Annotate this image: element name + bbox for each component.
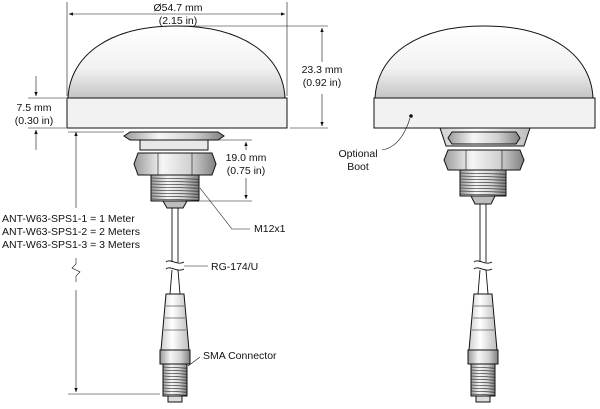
left-antenna [66, 25, 288, 403]
left-connector-boot [160, 293, 190, 351]
diameter-mm-label: Ø54.7 mm [153, 2, 202, 14]
right-base [373, 97, 596, 129]
dimension-lines [28, 2, 328, 395]
right-antenna [373, 25, 596, 403]
boot-label-line2: Boot [347, 161, 369, 173]
text-labels: Ø54.7 mm (2.15 in) 23.3 mm (0.92 in) 7.5… [2, 2, 378, 362]
height-in-label: (0.92 in) [303, 77, 342, 89]
thread-mm-label: 19.0 mm [226, 152, 267, 164]
model-line-3: ANT-W63-SPS1-3 = 3 Meters [2, 239, 140, 251]
model-line-2: ANT-W63-SPS1-2 = 2 Meters [2, 226, 140, 238]
right-dome [374, 25, 594, 99]
right-hex-nut [443, 149, 525, 171]
height-mm-label: 23.3 mm [302, 64, 343, 76]
right-connector-boot [468, 293, 498, 351]
boot-label-line1: Optional [338, 148, 377, 160]
thread-size-label: M12x1 [254, 223, 286, 235]
diameter-in-label: (2.15 in) [159, 15, 198, 27]
connector-label: SMA Connector [203, 350, 277, 362]
model-line-1: ANT-W63-SPS1-1 = 1 Meter [2, 213, 135, 225]
cable-type-label: RG-174/U [211, 261, 258, 273]
left-flange [123, 131, 225, 141]
left-sma-connector [159, 349, 191, 365]
leader-lines [184, 114, 413, 367]
left-dome [67, 25, 286, 99]
thread-in-label: (0.75 in) [227, 165, 266, 177]
base-in-label: (0.30 in) [15, 115, 54, 127]
left-base [66, 97, 288, 129]
right-sma-connector [467, 349, 499, 365]
left-hex-nut [133, 152, 217, 176]
base-mm-label: 7.5 mm [16, 102, 51, 114]
